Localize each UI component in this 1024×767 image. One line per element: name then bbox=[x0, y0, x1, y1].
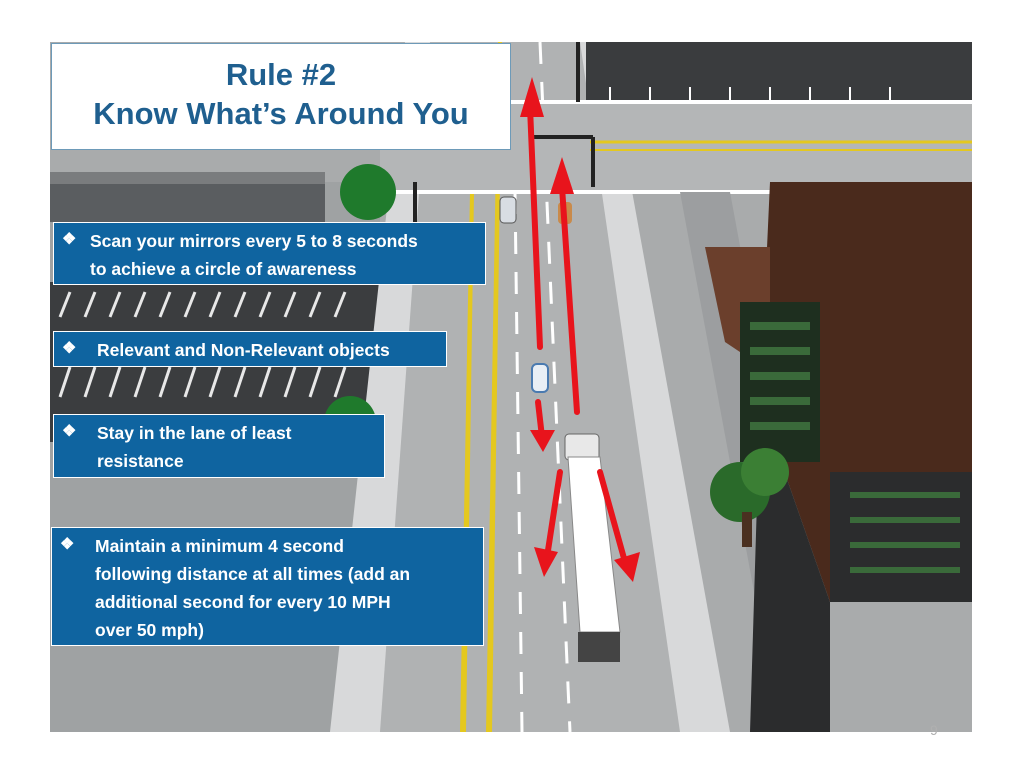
bullet-line: to achieve a circle of awareness bbox=[90, 259, 357, 279]
bullet-line: following distance at all times (add an bbox=[95, 564, 411, 584]
bullet-line: Stay in the lane of least bbox=[97, 423, 292, 443]
bullet-box-following-distance: ❖ Maintain a minimum 4 second following … bbox=[51, 527, 484, 646]
slide-title-line-2: Know What’s Around You bbox=[93, 96, 469, 131]
bullet-line: Maintain a minimum 4 second bbox=[95, 536, 344, 556]
bullet-box-scan-mirrors: ❖ Scan your mirrors every 5 to 8 seconds… bbox=[53, 222, 486, 285]
bullet-line: over 50 mph) bbox=[95, 620, 204, 640]
title-box: Rule #2 Know What’s Around You bbox=[51, 43, 511, 150]
bullet-box-lane-resistance: ❖ Stay in the lane of least resistance bbox=[53, 414, 385, 478]
truck-icon bbox=[564, 433, 621, 662]
diamond-bullet-icon: ❖ bbox=[62, 423, 77, 440]
diamond-bullet-icon: ❖ bbox=[62, 231, 77, 248]
diamond-bullet-icon: ❖ bbox=[60, 536, 75, 553]
bullet-line: Scan your mirrors every 5 to 8 seconds bbox=[90, 231, 418, 251]
bullet-line: additional second for every 10 MPH bbox=[95, 592, 391, 612]
bullet-line: Relevant and Non-Relevant objects bbox=[97, 340, 390, 360]
bullet-text: Relevant and Non-Relevant objects bbox=[54, 332, 446, 364]
bullet-text: Stay in the lane of least resistance bbox=[54, 415, 384, 475]
diamond-bullet-icon: ❖ bbox=[62, 340, 77, 357]
bullet-text: Maintain a minimum 4 second following di… bbox=[52, 528, 483, 644]
bullet-box-relevant-objects: ❖ Relevant and Non-Relevant objects bbox=[53, 331, 447, 367]
bullet-text: Scan your mirrors every 5 to 8 seconds t… bbox=[54, 223, 485, 283]
slide-title-line-1: Rule #2 bbox=[225, 57, 337, 92]
page-number: 9 bbox=[930, 722, 938, 738]
traffic-signal-icon bbox=[413, 42, 595, 227]
red-arrow-icon bbox=[520, 77, 640, 582]
bullet-line: resistance bbox=[97, 451, 184, 471]
